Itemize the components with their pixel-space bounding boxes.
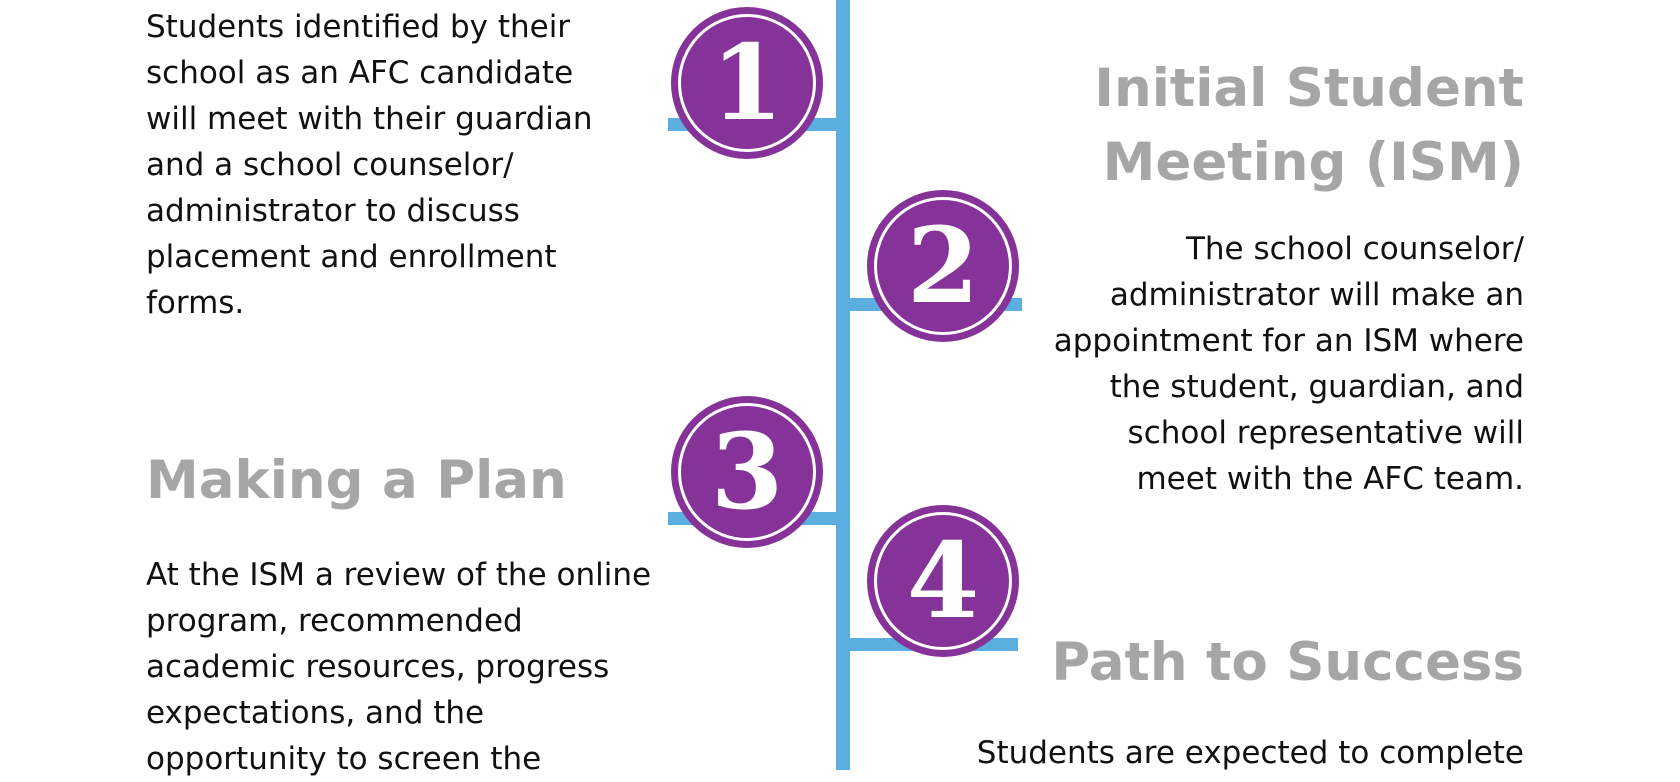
step-3-line: opportunity to screen the	[146, 741, 542, 777]
step-2-description: The school counselor/ administrator will…	[1054, 226, 1524, 502]
step-3-badge: 3	[671, 396, 823, 548]
step-2-line: appointment for an ISM where	[1053, 323, 1524, 359]
step-3-line: academic resources, progress	[146, 649, 610, 685]
step-3-description: At the ISM a review of the online progra…	[146, 552, 651, 782]
step-2-badge-ring	[874, 197, 1012, 335]
step-1-description: Students identified by their school as a…	[146, 4, 593, 326]
step-1-line: Students identified by their	[146, 9, 571, 45]
step-4-line: Students are expected to complete	[976, 735, 1524, 771]
step-3-line: program, recommended	[146, 603, 523, 639]
step-1-line: will meet with their guardian	[146, 101, 593, 137]
step-1-badge-ring	[678, 14, 816, 152]
step-3-heading: Making a Plan	[146, 450, 567, 511]
step-2-number: 2	[906, 204, 980, 327]
step-2-heading-line: Meeting (ISM)	[1102, 132, 1524, 193]
step-2-badge: 2	[867, 190, 1019, 342]
step-2-line: the student, guardian, and	[1109, 369, 1524, 405]
step-1-line: placement and enrollment	[146, 239, 557, 275]
step-1-badge: 1	[671, 7, 823, 159]
step-3-number: 3	[710, 410, 784, 533]
timeline-spine	[836, 0, 850, 770]
step-4-badge: 4	[867, 505, 1019, 657]
step-2-line: The school counselor/	[1185, 231, 1524, 267]
step-2-heading: Initial Student Meeting (ISM)	[1094, 52, 1524, 200]
step-4-badge-ring	[874, 512, 1012, 650]
step-4-description: Students are expected to complete	[977, 730, 1524, 776]
step-2-heading-line: Initial Student	[1094, 58, 1524, 119]
step-1-number: 1	[710, 21, 784, 144]
step-4-number: 4	[906, 519, 980, 642]
step-1-line: and a school counselor/	[146, 147, 514, 183]
step-2-line: school representative will	[1127, 415, 1524, 451]
step-2-line: administrator will make an	[1109, 277, 1524, 313]
step-1-line: administrator to discuss	[146, 193, 520, 229]
step-3-line: expectations, and the	[146, 695, 485, 731]
step-3-line: At the ISM a review of the online	[146, 557, 652, 593]
step-2-line: meet with the AFC team.	[1136, 461, 1524, 497]
step-1-line: school as an AFC candidate	[146, 55, 574, 91]
step-1-line: forms.	[146, 285, 245, 321]
step-3-badge-ring	[678, 403, 816, 541]
step-4-heading: Path to Success	[1051, 632, 1524, 693]
